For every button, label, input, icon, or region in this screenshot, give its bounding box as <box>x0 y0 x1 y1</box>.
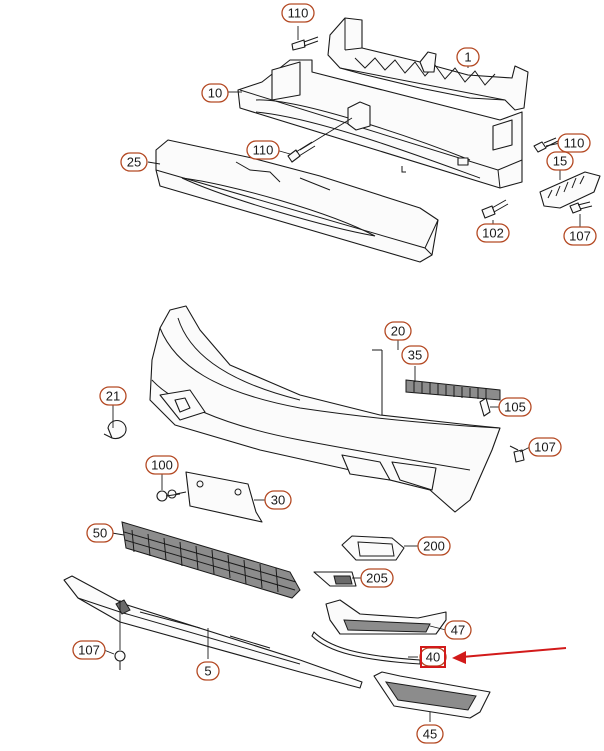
callout-1: 1 <box>456 47 480 67</box>
part-21-cap <box>103 419 127 440</box>
callout-label: 25 <box>127 155 141 170</box>
callout-label: 21 <box>106 389 120 404</box>
callout-10: 10 <box>201 83 229 103</box>
callout-label: 107 <box>534 440 556 455</box>
callout-bubble <box>384 321 412 341</box>
screw-100 <box>156 489 187 502</box>
callout-25: 25 <box>120 152 148 172</box>
callout-110: 110 <box>557 133 591 153</box>
callout-bubble <box>416 724 444 744</box>
part-50-center-grille <box>121 521 301 599</box>
callout-205: 205 <box>360 568 394 588</box>
screw-102 <box>481 199 509 219</box>
callout-label: 105 <box>504 400 526 415</box>
callout-bubble <box>264 490 292 510</box>
callout-label: 40 <box>426 650 440 665</box>
callout-label: 102 <box>482 226 504 241</box>
callout-label: 110 <box>253 143 274 158</box>
callout-102: 102 <box>476 223 510 243</box>
callout-label: 45 <box>423 727 437 742</box>
callout-35: 35 <box>401 345 429 365</box>
callout-107: 107 <box>528 437 562 457</box>
callout-20: 20 <box>384 321 412 341</box>
callout-label: 15 <box>553 154 567 169</box>
callout-label: 110 <box>564 136 585 151</box>
part-40-trim-strip <box>311 631 421 665</box>
callout-label: 50 <box>93 526 107 541</box>
callout-bubble <box>99 386 127 406</box>
callout-47: 47 <box>444 620 472 640</box>
callout-21: 21 <box>99 386 127 406</box>
callout-105: 105 <box>498 397 532 417</box>
callout-label: 47 <box>451 623 465 638</box>
callout-107: 107 <box>72 640 106 660</box>
callout-label: 107 <box>78 643 100 658</box>
callout-bubble <box>417 536 451 556</box>
callout-label: 10 <box>208 86 222 101</box>
part-205-trim <box>313 571 357 587</box>
callout-bubble <box>498 397 532 417</box>
callout-bubble <box>145 455 179 475</box>
callout-107: 107 <box>563 226 597 246</box>
callout-bubble <box>120 152 148 172</box>
part-25-absorber <box>155 139 439 263</box>
callout-bubble <box>456 47 480 67</box>
part-1-bracket <box>327 17 529 111</box>
callout-200: 200 <box>417 536 451 556</box>
callout-bubble <box>360 568 394 588</box>
callout-label: 30 <box>271 493 285 508</box>
callout-label: 20 <box>391 324 405 339</box>
screw-110-top <box>291 36 319 51</box>
screw-110-mid <box>287 141 316 163</box>
screw-110-right <box>533 137 559 153</box>
callout-label: 5 <box>204 664 211 679</box>
callout-bubble <box>557 133 591 153</box>
callout-label: 200 <box>423 539 445 554</box>
callout-label: 205 <box>366 571 388 586</box>
callout-bubble <box>196 661 220 681</box>
callout-30: 30 <box>264 490 292 510</box>
callout-bubble <box>86 523 114 543</box>
part-10-carrier <box>237 59 523 189</box>
callout-bubble <box>546 151 574 171</box>
part-30-plate-holder <box>185 471 263 523</box>
clip-105 <box>479 397 491 417</box>
callout-bubble <box>281 3 315 23</box>
callout-bubble <box>401 345 429 365</box>
part-35-grille <box>405 379 501 401</box>
part-45-side-grille <box>373 671 491 719</box>
part-200-fog-lamp <box>341 535 405 561</box>
highlight-box <box>420 646 446 668</box>
callout-50: 50 <box>86 523 114 543</box>
callout-bubble <box>72 640 106 660</box>
callout-110: 110 <box>281 3 315 23</box>
part-20-bumper-cover <box>149 305 501 513</box>
callout-label: 100 <box>151 458 173 473</box>
callout-5: 5 <box>196 661 220 681</box>
callout-110: 110 <box>246 140 280 160</box>
callout-bubble <box>476 223 510 243</box>
part-15-guide <box>539 171 601 209</box>
callout-bubble <box>201 83 229 103</box>
screw-107-right <box>509 445 525 463</box>
callout-40: 40 <box>419 646 447 668</box>
highlight-arrow <box>452 647 567 664</box>
callout-bubble <box>528 437 562 457</box>
screw-107-upper <box>569 201 593 214</box>
callout-bubble <box>246 140 280 160</box>
callout-45: 45 <box>416 724 444 744</box>
callout-label: 110 <box>288 6 309 21</box>
callout-15: 15 <box>546 151 574 171</box>
callout-label: 35 <box>408 348 422 363</box>
callout-label: 1 <box>464 50 471 65</box>
callout-bubble <box>444 620 472 640</box>
part-47-side-grille <box>325 599 447 635</box>
callout-label: 107 <box>569 229 591 244</box>
screw-107-lower <box>114 650 126 670</box>
callout-bubble <box>563 226 597 246</box>
callout-100: 100 <box>145 455 179 475</box>
